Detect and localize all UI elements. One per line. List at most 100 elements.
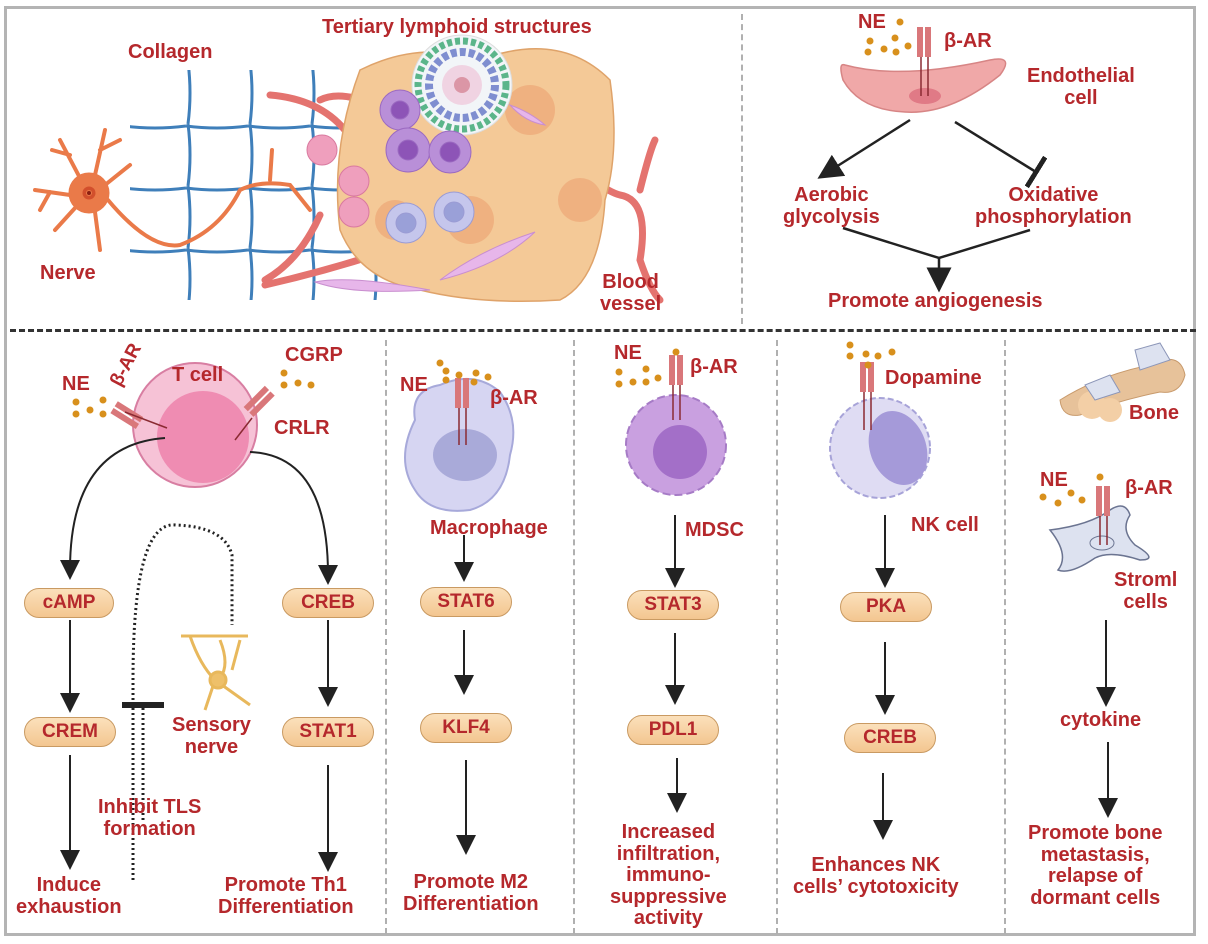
label-line: Promote M2	[413, 871, 529, 893]
label-line: cell	[1064, 86, 1098, 109]
label-macrophage: Macrophage	[430, 517, 548, 539]
label-line: nerve	[184, 735, 239, 758]
label-mdsc: MDSC	[685, 519, 744, 541]
label-nerve: Nerve	[40, 262, 96, 284]
label-line: exhaustion	[16, 895, 122, 918]
nerve-neuron-icon	[33, 128, 312, 252]
pill-camp: cAMP	[24, 588, 114, 618]
endothelial-cell-icon	[840, 58, 1007, 113]
beta-ar-receptor-icon	[917, 27, 931, 96]
label-nk-cell: NK cell	[911, 514, 979, 536]
dopamine-ligand-icon	[846, 341, 896, 369]
label-line: Enhances NK	[811, 854, 941, 876]
label-line: Differentiation	[218, 895, 354, 918]
label-line: Induce	[36, 874, 102, 896]
panel-divider-2	[573, 340, 575, 934]
pill-creb-nk: CREB	[844, 723, 936, 753]
dopamine-receptor-icon	[860, 362, 874, 430]
label-induce-exhaustion: Induce exhaustion	[16, 874, 122, 918]
label-line: Stroml	[1114, 569, 1178, 591]
label-inhibit-tls: Inhibit TLS formation	[98, 796, 201, 840]
label-nk-result: Enhances NK cells’ cytotoxicity	[793, 854, 959, 898]
converge-lines	[842, 226, 1031, 260]
arrow-to-glycolysis	[817, 118, 911, 179]
cgrp-ligand-icon	[280, 369, 315, 389]
pill-crem: CREM	[24, 717, 116, 747]
label-ne-mdsc: NE	[614, 342, 642, 364]
pill-pdl1: PDL1	[627, 715, 719, 745]
label-ne-macrophage: NE	[400, 374, 428, 396]
label-line: immuno-	[626, 864, 711, 887]
beta-ar-receptor-stromal-icon	[1096, 486, 1110, 545]
label-line: phosphorylation	[975, 205, 1132, 228]
label-blood-vessel: Blood vessel	[600, 271, 662, 315]
sensory-nerve-icon	[181, 634, 251, 711]
pill-stat3: STAT3	[627, 590, 719, 620]
beta-ar-receptor-mdsc-icon	[669, 355, 683, 420]
pill-stat1: STAT1	[282, 717, 374, 747]
label-line: Endothelial	[1027, 65, 1135, 87]
label-promote-angiogenesis: Promote angiogenesis	[828, 290, 1043, 312]
label-line: dormant cells	[1030, 886, 1161, 909]
label-line: Oxidative	[1008, 184, 1099, 206]
label-dopamine: Dopamine	[885, 367, 982, 389]
label-line: Aerobic	[794, 184, 869, 206]
tertiary-lymphoid-structure-icon	[411, 34, 513, 136]
label-line: Differentiation	[403, 892, 539, 915]
ne-ligand-tcell-icon	[72, 396, 107, 418]
label-cgrp: CGRP	[285, 344, 343, 366]
label-promote-th1: Promote Th1 Differentiation	[218, 874, 354, 918]
label-aerobic-glycolysis: Aerobic glycolysis	[783, 184, 880, 228]
label-t-cell: T cell	[172, 364, 224, 386]
label-beta-ar-stromal: β-AR	[1125, 477, 1173, 499]
pill-creb-tcell: CREB	[282, 588, 374, 618]
label-line: suppressive	[610, 885, 727, 908]
fibroblasts-icon	[313, 103, 547, 292]
beta-ar-receptor-macrophage-icon	[455, 378, 469, 445]
macrophages-icon	[385, 191, 475, 244]
label-collagen: Collagen	[128, 41, 213, 63]
label-line: activity	[633, 907, 703, 930]
label-line: relapse of	[1047, 865, 1143, 888]
pill-pka: PKA	[840, 592, 932, 622]
label-sensory-nerve: Sensory nerve	[172, 714, 251, 758]
label-endothelial-cell: Endothelial cell	[1027, 65, 1135, 109]
label-beta-ar-endothelial: β-AR	[944, 30, 992, 52]
label-stromal-cells: Stroml cells	[1114, 569, 1178, 613]
dendritic-cells-icon	[379, 89, 472, 174]
label-line: Promote bone	[1028, 822, 1163, 844]
label-line: Increased	[621, 821, 716, 843]
label-line: infiltration,	[616, 842, 721, 865]
section-divider	[10, 329, 1196, 332]
label-crlr: CRLR	[274, 417, 330, 439]
label-ne-endothelial: NE	[858, 11, 886, 33]
crlr-receptor-icon	[243, 385, 275, 417]
inhibit-oxphos	[954, 120, 1048, 189]
panel-divider-4	[1004, 340, 1006, 934]
label-stromal-result: Promote bone metastasis, relapse of dorm…	[1028, 822, 1163, 909]
label-beta-ar-macrophage: β-AR	[490, 387, 538, 409]
arrow-to-camp	[60, 437, 166, 580]
ne-ligand-macrophage-icon	[436, 359, 492, 386]
label-oxidative-phosphorylation: Oxidative phosphorylation	[975, 184, 1132, 228]
label-ne-tcell: NE	[62, 373, 90, 395]
label-promote-m2: Promote M2 Differentiation	[403, 871, 539, 915]
panel-divider-1	[385, 340, 387, 934]
label-line: cells’ cytotoxicity	[793, 875, 959, 898]
label-line: cells	[1123, 590, 1168, 613]
ne-ligand-stromal-icon	[1039, 473, 1104, 507]
pill-klf4: KLF4	[420, 713, 512, 743]
lymphocytes-icon	[306, 134, 370, 228]
label-line: vessel	[600, 292, 662, 315]
label-line: formation	[103, 817, 196, 840]
nk-cell-icon	[829, 397, 931, 499]
label-line: Sensory	[172, 714, 251, 736]
pill-stat6: STAT6	[420, 587, 512, 617]
label-ne-stromal: NE	[1040, 469, 1068, 491]
t-cell-icon	[132, 362, 258, 488]
ne-ligand-mdsc-icon	[615, 348, 680, 388]
mdsc-icon	[625, 394, 727, 496]
arrow-to-creb	[249, 451, 338, 585]
label-tls: Tertiary lymphoid structures	[322, 16, 592, 38]
label-line: Blood	[602, 271, 659, 293]
